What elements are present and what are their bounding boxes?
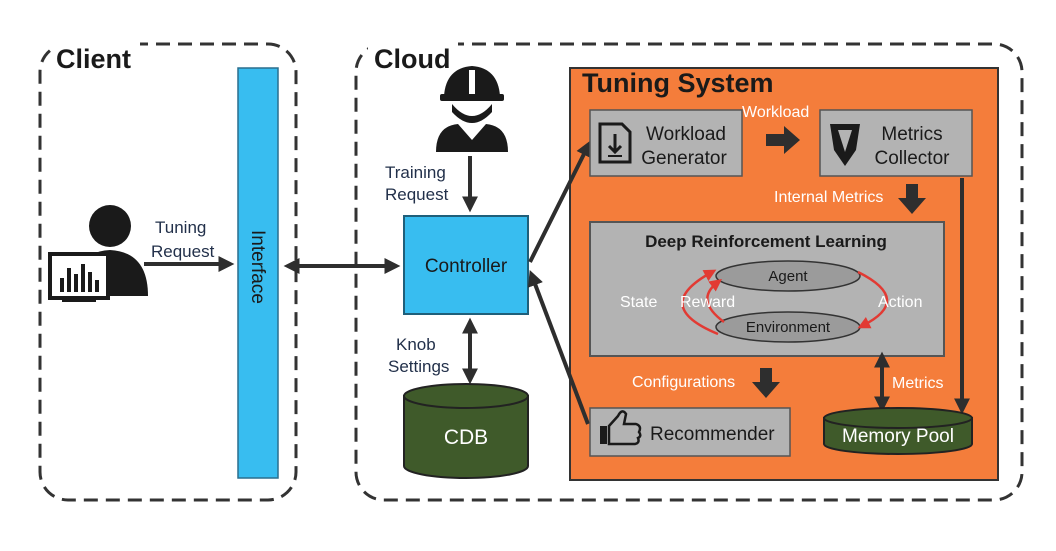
tuning-request-label-2: Request [151, 242, 215, 261]
environment-label: Environment [746, 319, 831, 336]
controller-label: Controller [425, 256, 508, 277]
recommender-label: Recommender [650, 424, 775, 445]
controller-workload-arrow [528, 140, 591, 263]
configurations-arrow [752, 368, 780, 398]
memory-pool-database: Memory Pool [823, 407, 973, 455]
workload-arrow [766, 126, 800, 154]
memory-pool-label: Memory Pool [842, 426, 954, 447]
engineer-icon [436, 66, 508, 152]
internal-metrics-label: Internal Metrics [774, 189, 883, 206]
client-title: Client [56, 44, 131, 74]
reward-label: Reward [680, 294, 735, 311]
metrics-collector-label-1: Metrics [881, 124, 942, 145]
metrics-collector-label-2: Collector [875, 148, 951, 169]
drl-title: Deep Reinforcement Learning [645, 232, 887, 251]
cdb-label: CDB [444, 426, 488, 449]
cdb-database: CDB [403, 383, 529, 479]
controller-box [403, 215, 529, 315]
recommender-box [589, 407, 791, 457]
training-request-label-1: Training [385, 163, 446, 182]
workload-generator-label-1: Workload [646, 124, 726, 145]
agent-label: Agent [768, 268, 808, 285]
knob-settings-label-1: Knob [396, 335, 436, 354]
reward-arrow [706, 278, 725, 324]
training-request-label-2: Request [385, 185, 449, 204]
action-label: Action [878, 294, 922, 311]
configurations-label: Configurations [632, 374, 735, 391]
recommender-controller-arrow [527, 270, 590, 425]
user-computer-icon [48, 205, 148, 302]
tuning-system-title: Tuning System [582, 68, 774, 98]
metrics-label: Metrics [892, 375, 944, 392]
thumbs-up-icon [600, 410, 642, 446]
tuning-request-label-1: Tuning [155, 218, 206, 237]
cloud-title: Cloud [374, 44, 450, 74]
state-arrow [681, 269, 719, 336]
interface-label: Interface [247, 230, 268, 304]
workload-arrow-label: Workload [742, 104, 809, 121]
knob-settings-label-2: Settings [388, 357, 449, 376]
action-arrow [857, 270, 889, 329]
interface-bar [237, 67, 279, 479]
workload-generator-label-2: Generator [641, 148, 727, 169]
state-label: State [620, 294, 657, 311]
download-file-icon [598, 122, 632, 164]
internal-metrics-arrow [898, 184, 926, 214]
